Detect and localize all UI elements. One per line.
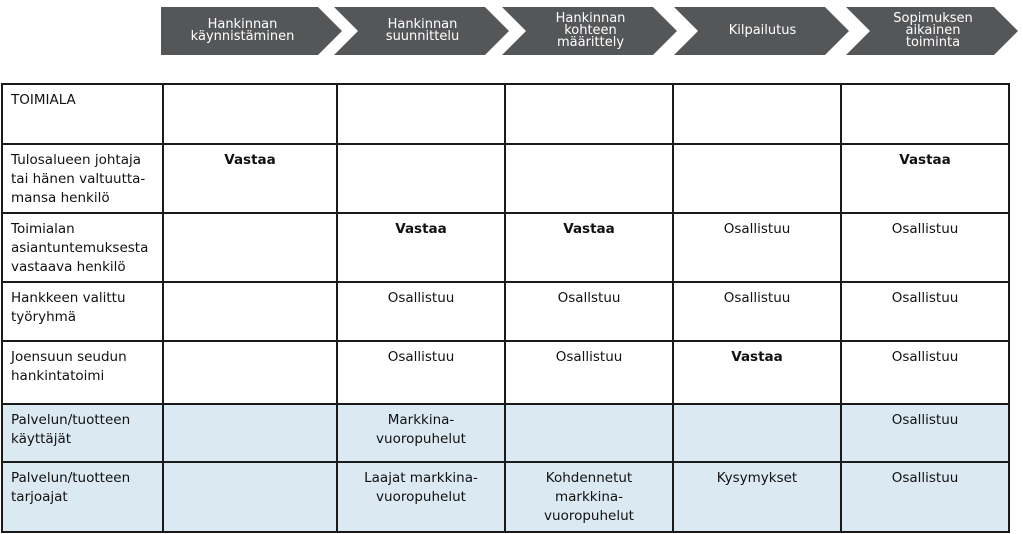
matrix-cell: Osallistuu [504, 340, 674, 405]
phase-arrow-5: Sopimuksen aikainen toiminta [846, 7, 1018, 55]
phase-arrow-3: Hankinnan kohteen määrittely [502, 7, 677, 55]
matrix-cell [336, 143, 506, 214]
matrix-cell: Vastaa [504, 212, 674, 283]
matrix-cell: Laajat markkina- vuoropuhelut [336, 461, 506, 533]
matrix-cell: Osallistuu [840, 212, 1010, 283]
matrix-cell [336, 83, 506, 145]
table-row: Toimialan asiantuntemuksesta vastaava he… [1, 212, 1010, 283]
responsibility-matrix: TOIMIALA Tulosalueen johtaja tai hänen v… [1, 83, 1010, 533]
matrix-cell [162, 212, 338, 283]
matrix-cell [162, 281, 338, 342]
role-label: Tulosalueen johtaja tai hänen valtuutta-… [1, 143, 164, 214]
role-label: Toimialan asiantuntemuksesta vastaava he… [1, 212, 164, 283]
table-row: Hankkeen valittu työryhmä Osallistuu Osa… [1, 281, 1010, 342]
matrix-cell: Markkina- vuoropuhelut [336, 403, 506, 463]
matrix-cell: Vastaa [162, 143, 338, 214]
matrix-cell [162, 461, 338, 533]
matrix-cell: Osallistuu [840, 281, 1010, 342]
matrix-cell [162, 403, 338, 463]
matrix-cell [672, 83, 842, 145]
matrix-cell: Osallistuu [840, 403, 1010, 463]
table-row: TOIMIALA [1, 83, 1010, 145]
table-row: Palvelun/tuotteen käyttäjät Markkina- vu… [1, 403, 1010, 463]
table-row: Joensuun seudun hankintatoimi Osallistuu… [1, 340, 1010, 405]
matrix-cell: Osallistuu [672, 212, 842, 283]
table-row: Palvelun/tuotteen tarjoajat Laajat markk… [1, 461, 1010, 533]
matrix-cell: Kohdennetut markkina- vuoropuhelut [504, 461, 674, 533]
role-label: TOIMIALA [1, 83, 164, 145]
matrix-cell [504, 403, 674, 463]
matrix-cell: Vastaa [840, 143, 1010, 214]
phase-arrow-4: Kilpailutus [674, 7, 849, 55]
matrix-cell [672, 403, 842, 463]
role-label: Palvelun/tuotteen käyttäjät [1, 403, 164, 463]
table-row: Tulosalueen johtaja tai hänen valtuutta-… [1, 143, 1010, 214]
phase-arrow-2: Hankinnan suunnittelu [334, 7, 509, 55]
matrix-cell: Osallistuu [672, 281, 842, 342]
matrix-cell: Vastaa [336, 212, 506, 283]
role-label: Palvelun/tuotteen tarjoajat [1, 461, 164, 533]
matrix-cell [162, 340, 338, 405]
matrix-cell [504, 143, 674, 214]
matrix-cell: Osallistuu [336, 340, 506, 405]
role-label: Joensuun seudun hankintatoimi [1, 340, 164, 405]
role-label: Hankkeen valittu työryhmä [1, 281, 164, 342]
phase-arrow-1: Hankinnan käynnistäminen [161, 7, 342, 55]
matrix-cell [840, 83, 1010, 145]
matrix-cell: Osallistuu [336, 281, 506, 342]
matrix-cell: Osallistuu [840, 461, 1010, 533]
matrix-cell: Osallistuu [840, 340, 1010, 405]
matrix-cell [162, 83, 338, 145]
process-phase-bar: Hankinnan käynnistäminen Hankinnan suunn… [0, 0, 1023, 60]
matrix-cell: Kysymykset [672, 461, 842, 533]
matrix-cell: Osallstuu [504, 281, 674, 342]
matrix-cell: Vastaa [672, 340, 842, 405]
matrix-cell [672, 143, 842, 214]
matrix-cell [504, 83, 674, 145]
